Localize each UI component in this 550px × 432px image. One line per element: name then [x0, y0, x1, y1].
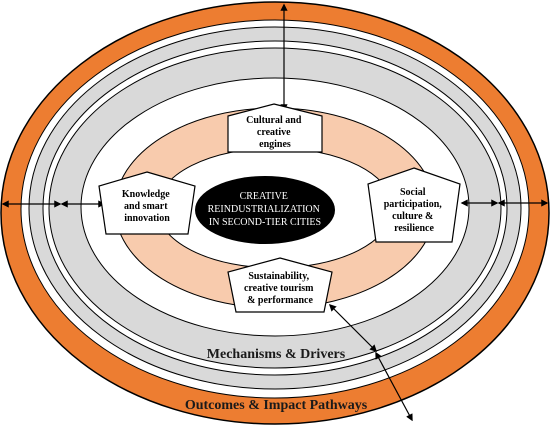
social-line-3: culture &	[392, 211, 433, 222]
outcomes-label: Outcomes & Impact Pathways	[185, 398, 368, 413]
sustainability-line-3: & performance	[247, 295, 313, 306]
cultural-node-label: Cultural and creative engines	[246, 115, 304, 150]
knowledge-line-3: innovation	[124, 213, 170, 224]
social-line-2: participation,	[384, 199, 443, 210]
core-line-1: CREATIVE	[240, 191, 288, 202]
cultural-line-2: creative	[257, 127, 291, 138]
core-title: CREATIVE REINDUSTRIALIZATION IN SECOND-T…	[208, 191, 323, 228]
knowledge-node-shape	[98, 171, 196, 235]
bottom-outer-connector-arrow	[375, 351, 413, 422]
core-ellipse	[195, 176, 335, 244]
bottom-inner-connector-arrow	[328, 303, 378, 353]
cultural-line-1: Cultural and	[246, 115, 302, 126]
social-line-4: resilience	[394, 223, 434, 234]
social-node-label: Social participation, culture & resilien…	[384, 187, 445, 234]
knowledge-line-1: Knowledge	[122, 189, 170, 200]
core-line-2: REINDUSTRIALIZATION	[208, 204, 320, 215]
mechanisms-label: Mechanisms & Drivers	[207, 347, 346, 362]
core-line-3: IN SECOND-TIER CITIES	[209, 217, 321, 228]
sustainability-line-2: creative tourism	[244, 283, 314, 294]
sustainability-line-1: Sustainability,	[248, 271, 309, 282]
social-line-1: Social	[400, 187, 426, 198]
knowledge-node-label: Knowledge and smart innovation	[122, 189, 172, 224]
cultural-node-shape	[227, 103, 323, 153]
knowledge-line-2: and smart	[124, 201, 168, 212]
sustainability-node-shape	[227, 257, 333, 313]
cultural-line-3: engines	[259, 139, 291, 150]
sustainability-node-label: Sustainability, creative tourism & perfo…	[244, 271, 316, 306]
social-node-shape	[367, 167, 461, 243]
